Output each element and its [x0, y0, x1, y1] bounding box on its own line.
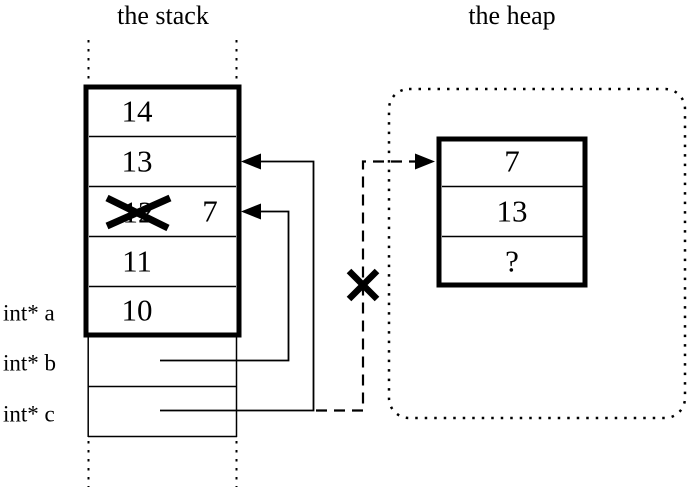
stack-dotted-guide-lines [87, 40, 238, 487]
variable-label-int-ptr-b: int* b [3, 350, 57, 376]
variable-label-int-ptr-a: int* a [3, 300, 55, 326]
stack-cell-replacement-value-7: 7 [202, 193, 218, 229]
pointer-c-line [160, 160, 315, 412]
pointer-b-arrowhead-icon [241, 203, 261, 220]
heap-region-dotted-border [387, 87, 687, 420]
stack-cell-value-14: 14 [121, 93, 153, 129]
stack-cell-value-12-crossed: 12 [122, 194, 154, 230]
variable-label-int-ptr-c: int* c [3, 401, 55, 427]
pointer-c-arrowhead-icon [241, 153, 261, 170]
stack-cell-value-10: 10 [121, 292, 153, 328]
stack-cell-value-13: 13 [121, 143, 153, 179]
stack-extension-cells [87, 337, 238, 438]
severed-pointer-x-icon [346, 268, 380, 302]
stack-cell-value-11: 11 [122, 243, 152, 279]
dangling-heap-pointer-arrowhead-icon [415, 153, 435, 170]
heap-cell-value-13: 13 [496, 193, 528, 229]
heap-cell-value-unknown: ? [505, 243, 519, 279]
heap-cell-value-7: 7 [504, 143, 520, 179]
stack-title: the stack [117, 1, 209, 30]
heap-title: the heap [468, 1, 556, 30]
dangling-heap-pointer-dashed-line [316, 160, 416, 412]
pointer-b-line [160, 210, 290, 362]
